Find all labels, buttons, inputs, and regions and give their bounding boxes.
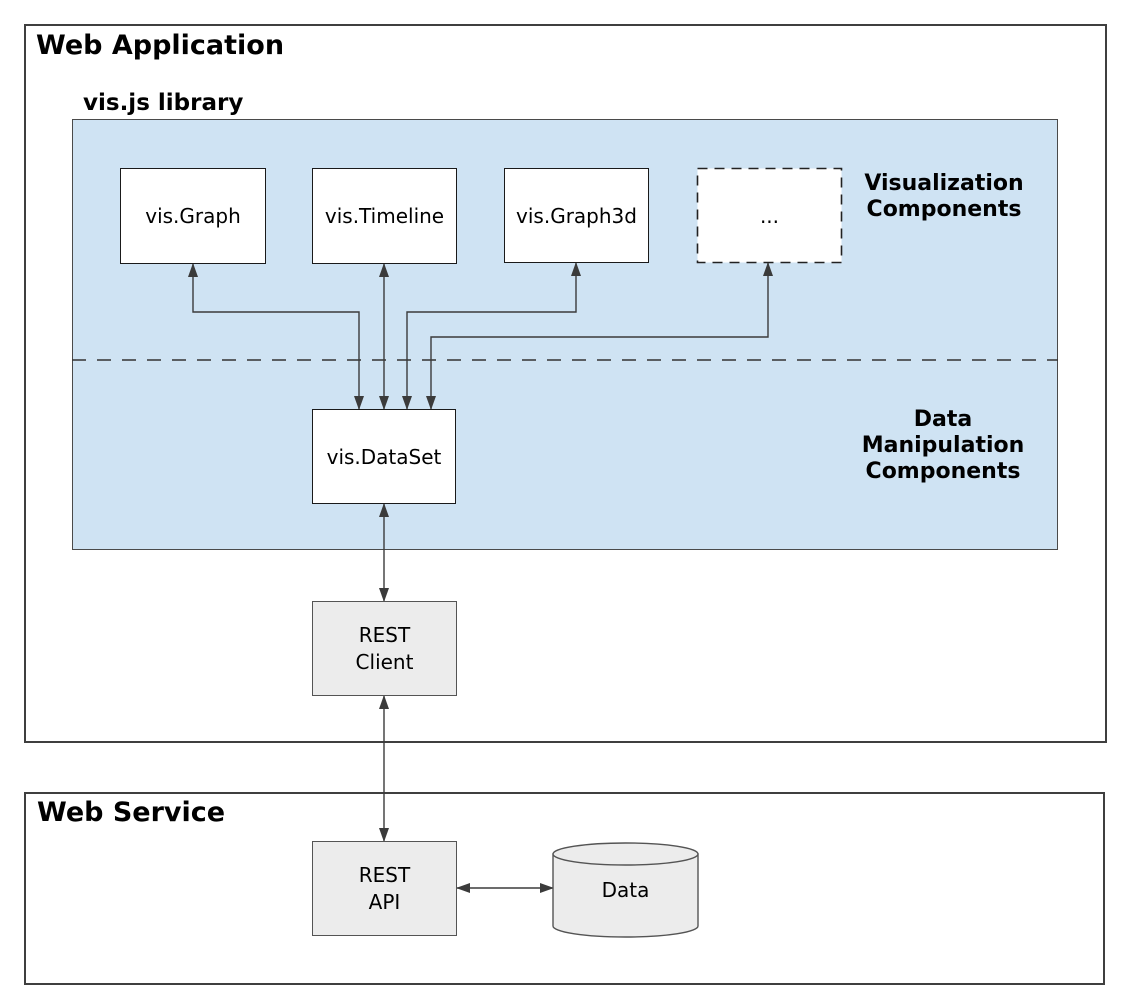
vis-graph3d-label: vis.Graph3d [516,203,637,228]
connector-graph-dataset [188,263,364,410]
component-box-vis-timeline: vis.Timeline [312,168,457,264]
connector-graph3d-dataset [402,262,581,410]
component-box-vis-graph3d: vis.Graph3d [504,168,649,263]
web-application-title: Web Application [36,30,285,61]
component-box-vis-graph: vis.Graph [120,168,266,264]
rest-client-box: REST Client [312,601,457,696]
web-service-title: Web Service [37,797,226,828]
data-cylinder-label: Data [601,878,650,902]
vis-dataset-box: vis.DataSet [312,409,456,504]
component-box-more-outline [696,167,843,264]
more-components-label: ... [759,203,780,228]
data-cylinder-top [552,842,699,866]
vis-graph-label: vis.Graph [145,204,241,228]
visualization-components-label: Visualization Components [864,171,1024,222]
visjs-library-label: vis.js library [83,90,244,116]
connector-more-dataset [426,262,773,410]
component-box-more: ... [697,168,842,263]
vis-dataset-label: vis.DataSet [326,444,442,469]
data-manipulation-components-label: Data Manipulation Components [861,407,1025,484]
rest-api-box: REST API [312,841,457,936]
data-cylinder-body [552,853,699,938]
vis-timeline-label: vis.Timeline [324,204,445,228]
